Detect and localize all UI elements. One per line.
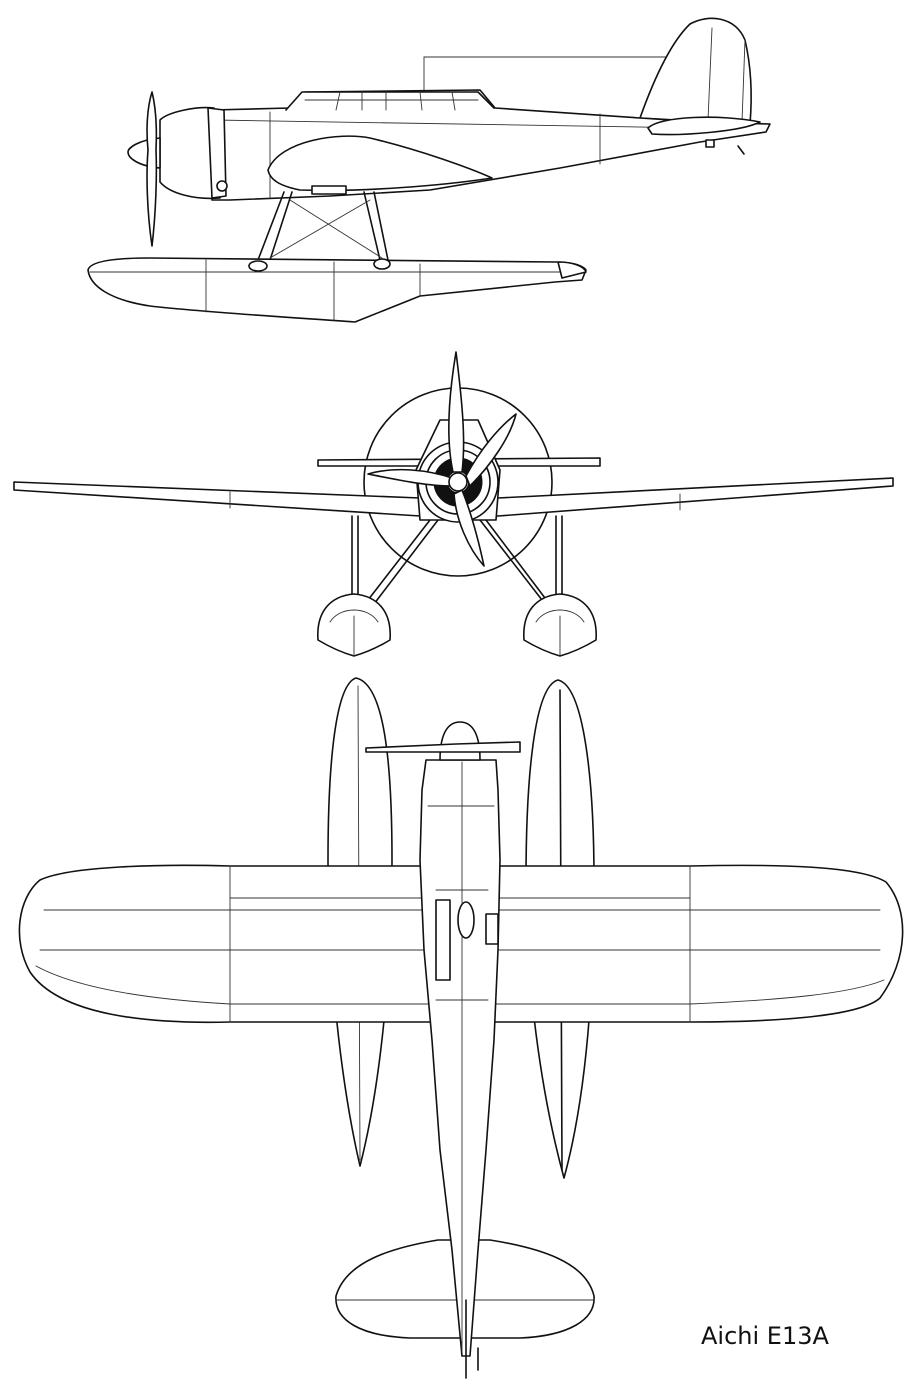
side-tailplane (648, 117, 760, 134)
aircraft-name-caption: Aichi E13A (701, 1322, 829, 1350)
engine-cowling (160, 108, 220, 199)
float-struts (258, 192, 388, 260)
main-float (88, 258, 586, 322)
top-view (19, 678, 902, 1378)
vertical-tail (640, 18, 751, 124)
front-propeller (449, 352, 464, 472)
front-float-struts (352, 516, 562, 604)
canopy (286, 92, 494, 110)
side-propeller (147, 92, 156, 246)
top-propeller (366, 742, 520, 752)
top-spinner (440, 722, 480, 760)
side-view (88, 18, 770, 322)
front-view (14, 352, 893, 656)
side-wing (268, 136, 492, 190)
